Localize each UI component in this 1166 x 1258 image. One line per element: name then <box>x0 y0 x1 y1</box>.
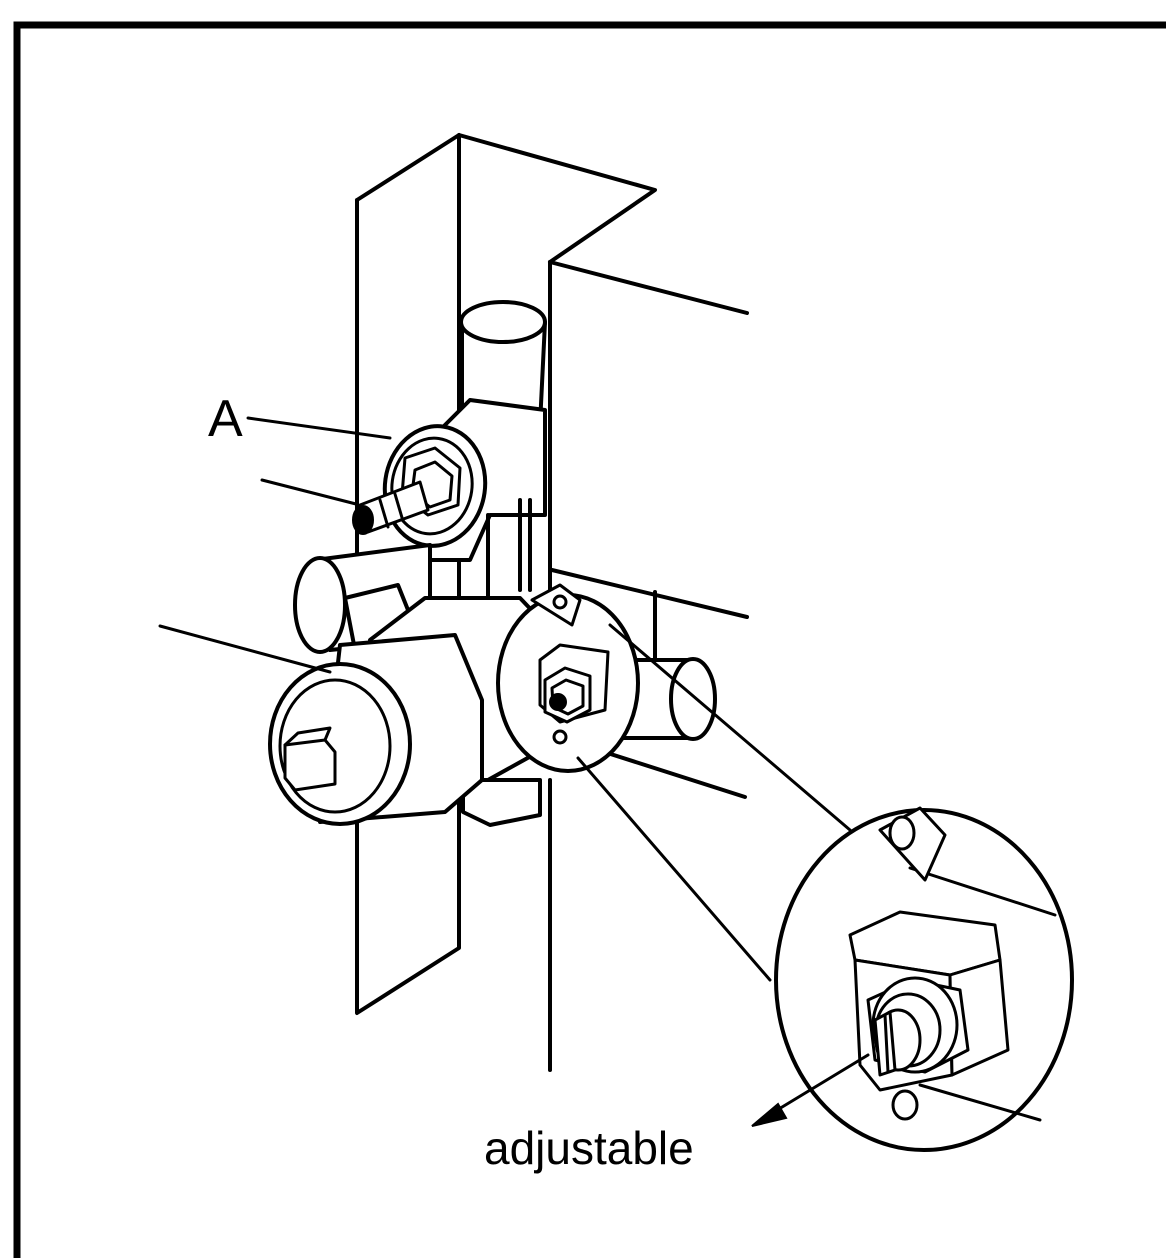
adjustable-arrow <box>751 1053 870 1127</box>
cartridge-housing <box>268 633 484 826</box>
callout-a-label: A <box>208 390 243 448</box>
leader-lines <box>158 416 852 982</box>
wall-framing <box>355 133 749 1072</box>
callout-adjustable-label: adjustable <box>484 1122 694 1174</box>
figure-frame <box>13 21 1166 1258</box>
adjustable-stop <box>496 583 640 773</box>
upper-outlet-pipe <box>459 300 547 427</box>
detail-magnifier <box>774 806 1074 1152</box>
upper-stop-valve <box>352 398 547 602</box>
